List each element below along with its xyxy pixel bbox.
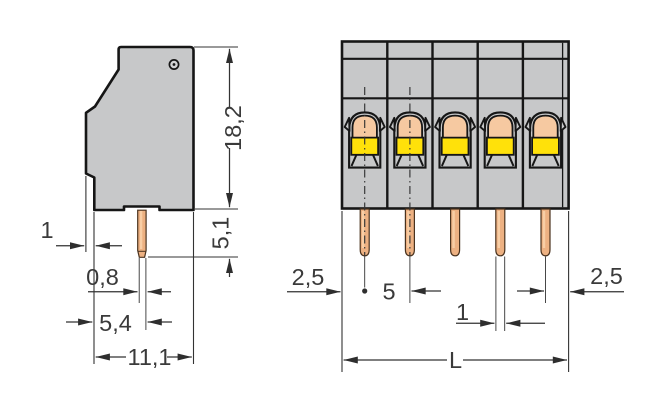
dim-label-height: 18,2: [220, 105, 246, 151]
dim-label-flange: 1: [40, 217, 53, 243]
solder-pin: [494, 207, 506, 258]
solder-pin: [404, 207, 416, 258]
solder-pin: [539, 207, 552, 258]
dim-label-right-margin: 2,5: [590, 263, 623, 289]
dim-label-fpin-width: 1: [456, 299, 469, 325]
clamp-opening: [524, 111, 567, 169]
solder-pin: [449, 207, 461, 258]
side-body: [84, 45, 195, 212]
dim-label-pin-width: 0,8: [86, 264, 119, 290]
clamp-opening: [434, 111, 477, 169]
dim-label-length: L: [449, 347, 462, 373]
side-hole-center-dot: [172, 63, 176, 66]
front-view: [340, 40, 570, 331]
clamp-opening: [479, 111, 522, 169]
dim-label-depth: 11,1: [128, 344, 172, 370]
side-view: [84, 45, 195, 258]
dim-pin1-dot: [362, 288, 368, 294]
front-dimensions: 2,5 5 1 2,5 L: [287, 211, 624, 373]
dim-label-pitch: 5: [382, 279, 395, 305]
side-pin-highlight: [140, 211, 143, 249]
solder-pin: [359, 207, 371, 258]
dim-label-left-margin: 2,5: [292, 264, 325, 290]
dim-label-edge-to-pin: 5,4: [99, 310, 132, 336]
dim-label-pin-length: 5,1: [208, 217, 234, 250]
side-dimensions: 1 0,8 5,4 11,1 18,2 5,1: [40, 46, 246, 370]
